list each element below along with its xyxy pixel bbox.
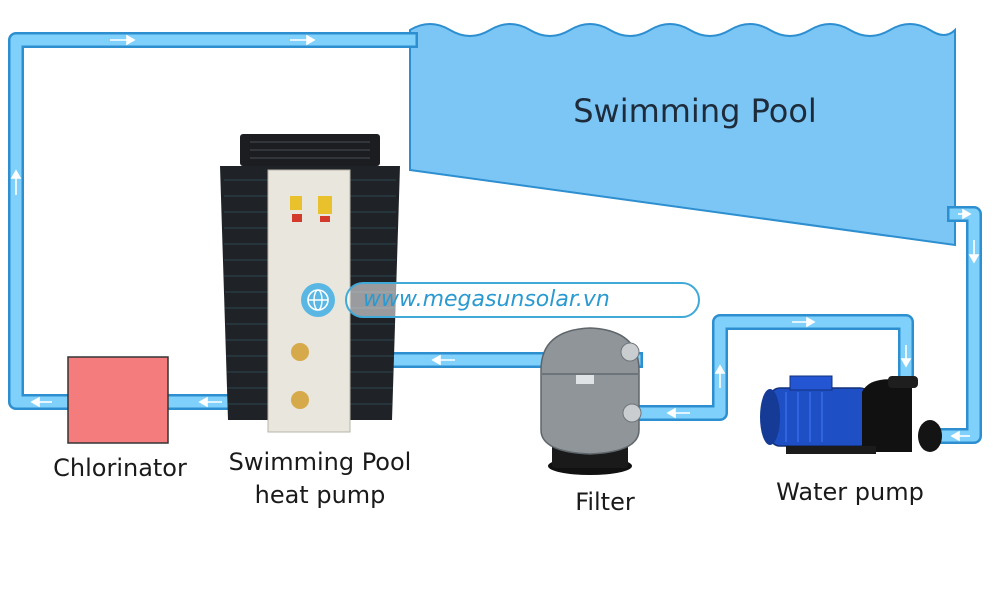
arrow-icon (900, 345, 912, 368)
arrow-icon (431, 354, 455, 366)
flow-arrows (10, 34, 980, 442)
heat-pump-label: Swimming Pool heat pump (210, 446, 430, 512)
arrow-icon (30, 396, 52, 408)
pool-water (409, 23, 956, 247)
water-pump (760, 375, 942, 454)
filter-label: Filter (575, 488, 635, 516)
arrow-icon (666, 407, 690, 419)
watermark-badge: www.megasunsolar.vn (345, 282, 700, 318)
heat-pump-label-line2: heat pump (254, 481, 386, 509)
arrow-icon (792, 316, 816, 328)
pool-label: Swimming Pool (573, 92, 817, 130)
arrow-icon (198, 396, 222, 408)
arrow-icon (958, 208, 972, 220)
globe-icon (301, 283, 335, 317)
chlorinator-label: Chlorinator (53, 454, 187, 482)
arrow-icon (950, 430, 970, 442)
water-pump-label: Water pump (776, 478, 924, 506)
arrow-icon (714, 364, 726, 388)
arrow-icon (10, 169, 22, 195)
heat-pump-label-line1: Swimming Pool (228, 448, 412, 476)
filter-tank (540, 327, 642, 475)
chlorinator-box (67, 356, 169, 444)
watermark-text: www.megasunsolar.vn (363, 287, 610, 312)
arrow-icon (290, 34, 316, 46)
arrow-icon (110, 34, 136, 46)
arrow-icon (968, 240, 980, 264)
